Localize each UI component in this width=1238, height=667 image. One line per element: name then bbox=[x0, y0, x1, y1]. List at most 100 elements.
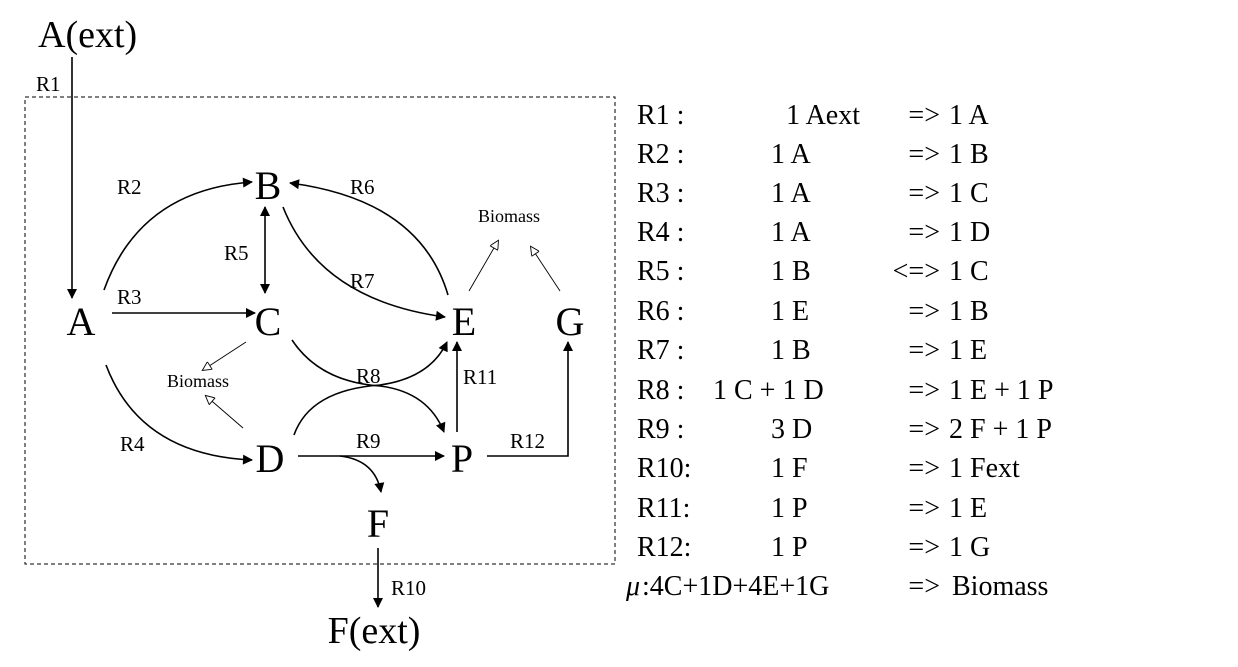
reaction-rhs: 1 E bbox=[949, 335, 987, 366]
node-a-ext: A(ext) bbox=[38, 14, 137, 56]
reaction-lhs: 1 A bbox=[771, 139, 811, 170]
reaction-arrow: => bbox=[908, 493, 940, 524]
edge-label-r11: R11 bbox=[463, 365, 497, 389]
cell-boundary-box bbox=[24, 96, 616, 565]
edge-label-r2: R2 bbox=[117, 175, 142, 199]
node-p: P bbox=[451, 436, 473, 481]
edge-r12 bbox=[487, 341, 573, 457]
biomass-label-right: Biomass bbox=[478, 206, 540, 226]
reaction-lhs: 1 P bbox=[771, 532, 808, 563]
reaction-lhs: 1 Aext bbox=[786, 100, 860, 131]
reaction-id: R5 : bbox=[637, 256, 684, 287]
reaction-lhs: 1 A bbox=[771, 217, 811, 248]
biomass-arrow-g bbox=[531, 247, 561, 292]
reaction-row: R9 : 3 D => 2 F + 1 P bbox=[637, 414, 1052, 445]
reaction-arrow: => bbox=[908, 453, 940, 484]
reaction-lhs: 1 B bbox=[771, 335, 811, 366]
node-b: B bbox=[255, 163, 282, 208]
biomass-equation-rhs: Biomass bbox=[952, 571, 1048, 602]
reaction-lhs: 1 C + 1 D bbox=[713, 375, 824, 406]
edge-r9-to-f bbox=[339, 455, 385, 493]
reaction-rhs: 2 F + 1 P bbox=[949, 414, 1052, 445]
node-f: F bbox=[367, 501, 389, 546]
reaction-arrow: => bbox=[908, 217, 940, 248]
reaction-rhs: 1 Fext bbox=[949, 453, 1020, 484]
reaction-arrow: => bbox=[908, 178, 940, 209]
reaction-rhs: 1 B bbox=[949, 139, 989, 170]
reaction-lhs: 1 F bbox=[771, 453, 808, 484]
reaction-lhs: 1 P bbox=[771, 493, 808, 524]
edge-r8-c-to-p bbox=[291, 339, 446, 433]
reaction-row: R3 : 1 A => 1 C bbox=[637, 178, 989, 209]
edge-label-r3: R3 bbox=[117, 285, 142, 309]
edge-label-r8: R8 bbox=[356, 364, 381, 388]
reaction-list: R1 : 1 Aext => 1 A R2 : 1 A => 1 B R3 : … bbox=[637, 100, 1053, 563]
reaction-id: R9 : bbox=[637, 414, 684, 445]
reaction-row: R7 : 1 B => 1 E bbox=[637, 335, 987, 366]
edge-r7 bbox=[282, 206, 446, 321]
edge-r4 bbox=[105, 364, 253, 465]
node-e: E bbox=[452, 299, 476, 344]
biomass-label-left: Biomass bbox=[167, 371, 229, 391]
reaction-row: R4 : 1 A => 1 D bbox=[637, 217, 990, 248]
reaction-id: R11: bbox=[637, 493, 690, 524]
reaction-rhs: 1 E bbox=[949, 493, 987, 524]
reaction-rhs: 1 B bbox=[949, 296, 989, 327]
reaction-id: R2 : bbox=[637, 139, 684, 170]
edge-label-r10: R10 bbox=[391, 576, 426, 600]
biomass-arrow-d bbox=[206, 396, 244, 429]
biomass-equation: μ :4C+1D+4E+1G => Biomass bbox=[625, 571, 1048, 602]
reaction-id: R12: bbox=[637, 532, 691, 563]
edge-label-r12: R12 bbox=[510, 429, 545, 453]
reaction-id: R6 : bbox=[637, 296, 684, 327]
reaction-lhs: 1 E bbox=[771, 296, 809, 327]
reaction-lhs: 3 D bbox=[771, 414, 812, 445]
reaction-arrow: => bbox=[908, 296, 940, 327]
edge-label-r7: R7 bbox=[350, 269, 375, 293]
edge-r8-d-to-e bbox=[293, 341, 448, 436]
reaction-id: R1 : bbox=[637, 100, 684, 131]
node-c: C bbox=[255, 299, 282, 344]
biomass-equation-lhs: :4C+1D+4E+1G bbox=[642, 571, 829, 602]
mu-symbol: μ bbox=[625, 571, 640, 602]
reaction-rhs: 1 G bbox=[949, 532, 990, 563]
reaction-lhs: 1 A bbox=[771, 178, 811, 209]
edge-r2 bbox=[103, 177, 253, 291]
reaction-id: R10: bbox=[637, 453, 691, 484]
reaction-rhs: 1 C bbox=[949, 256, 989, 287]
reaction-arrow: => bbox=[908, 139, 940, 170]
reaction-row: R11: 1 P => 1 E bbox=[637, 493, 987, 524]
reaction-rhs: 1 D bbox=[949, 217, 990, 248]
node-g: G bbox=[556, 299, 585, 344]
reaction-row: R2 : 1 A => 1 B bbox=[637, 139, 989, 170]
edge-label-r5: R5 bbox=[224, 241, 249, 265]
node-a: A bbox=[67, 299, 96, 344]
reaction-id: R7 : bbox=[637, 335, 684, 366]
reaction-arrow: => bbox=[908, 414, 940, 445]
node-d: D bbox=[256, 436, 285, 481]
reaction-rhs: 1 C bbox=[949, 178, 989, 209]
biomass-arrow-c bbox=[203, 341, 247, 370]
reaction-arrow: => bbox=[908, 100, 940, 131]
reaction-row: R1 : 1 Aext => 1 A bbox=[637, 100, 989, 131]
biomass-equation-arrow: => bbox=[908, 571, 940, 602]
edge-label-r9: R9 bbox=[356, 429, 381, 453]
reaction-id: R3 : bbox=[637, 178, 684, 209]
reaction-arrow: <=> bbox=[893, 256, 940, 287]
reaction-row: R12: 1 P => 1 G bbox=[637, 532, 990, 563]
reaction-rhs: 1 E + 1 P bbox=[949, 375, 1053, 406]
reaction-row: R5 : 1 B <=> 1 C bbox=[637, 256, 989, 287]
edge-label-r6: R6 bbox=[350, 175, 375, 199]
edge-r6 bbox=[289, 179, 449, 296]
reaction-arrow: => bbox=[908, 335, 940, 366]
node-f-ext: F(ext) bbox=[328, 610, 421, 652]
reaction-arrow: => bbox=[908, 375, 940, 406]
edge-label-r1: R1 bbox=[36, 72, 61, 96]
edge-label-r4: R4 bbox=[120, 432, 145, 456]
reaction-id: R8 : bbox=[637, 375, 684, 406]
reaction-row: R8 : 1 C + 1 D => 1 E + 1 P bbox=[637, 375, 1053, 406]
reaction-id: R4 : bbox=[637, 217, 684, 248]
reaction-arrow: => bbox=[908, 532, 940, 563]
reaction-rhs: 1 A bbox=[949, 100, 989, 131]
